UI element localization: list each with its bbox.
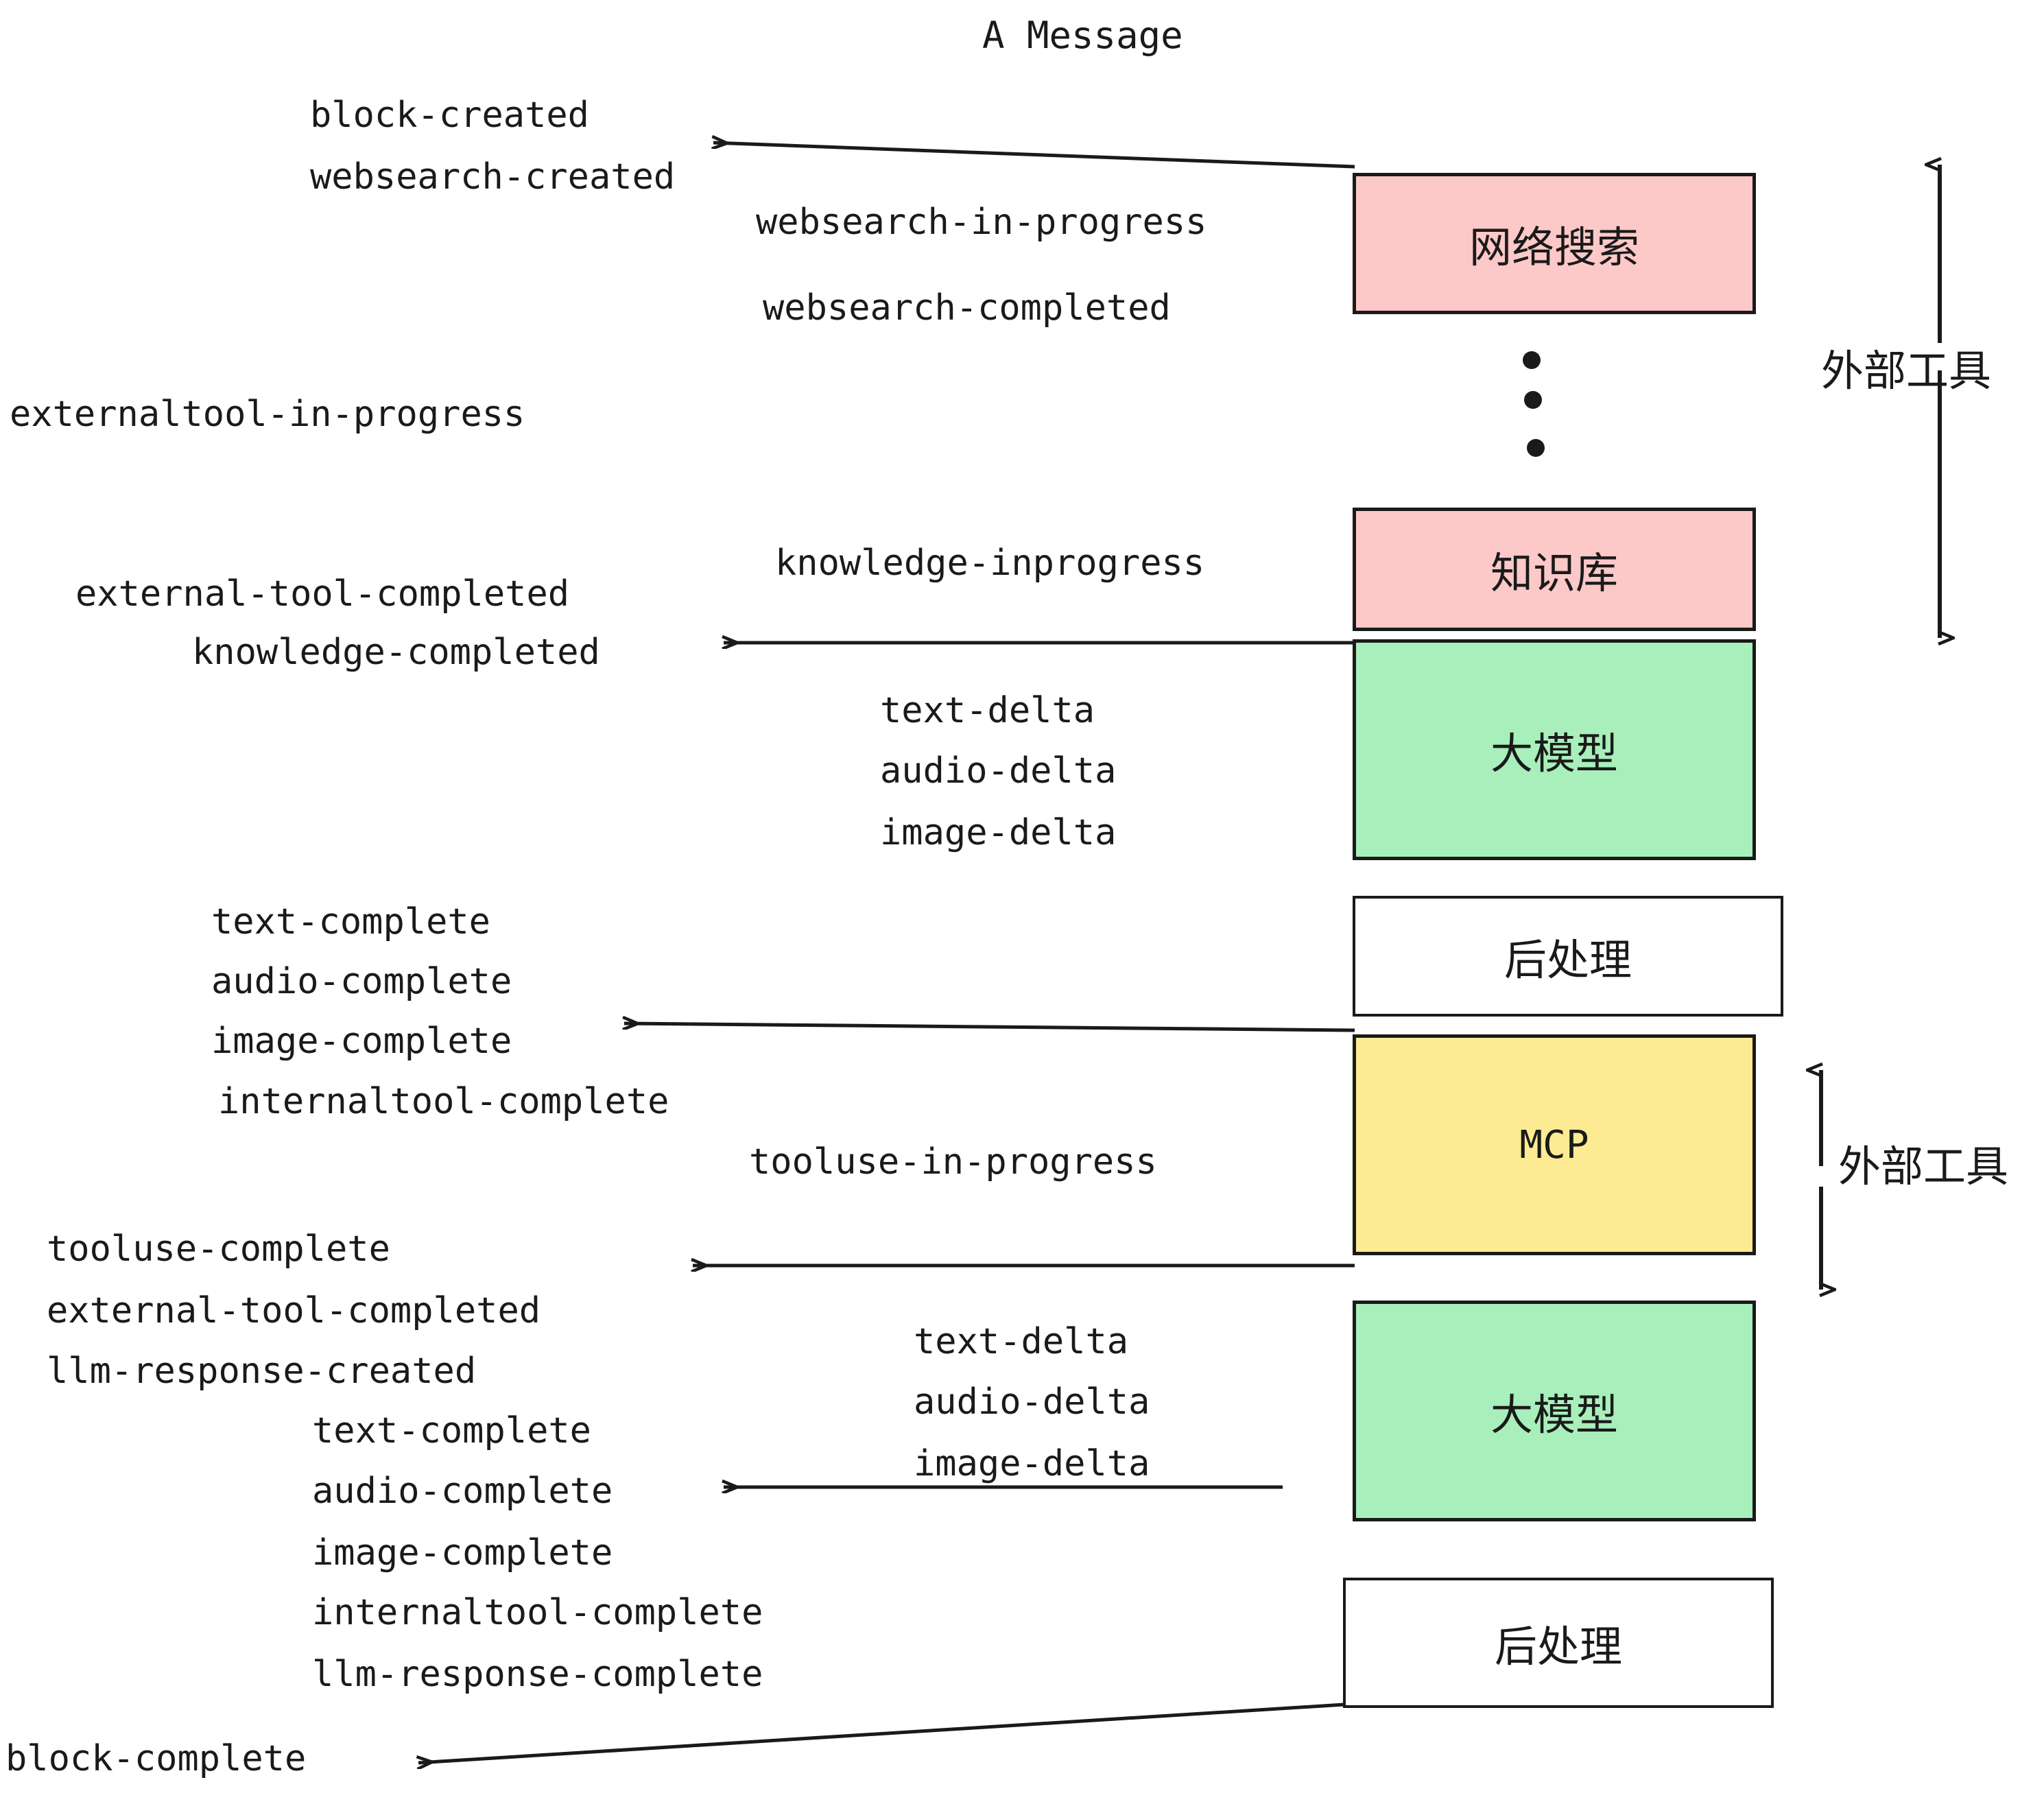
box-postprocess-1-label: 后处理 (1504, 935, 1632, 985)
box-llm-2-label: 大模型 (1490, 1390, 1618, 1440)
box-llm-1: 大模型 (1353, 639, 1756, 860)
event-audio-complete-2: audio-complete (312, 1471, 613, 1512)
ellipsis-dot-3 (1527, 439, 1545, 457)
event-external-tool-completed-2: external-tool-completed (47, 1290, 541, 1331)
box-postprocess-2: 后处理 (1343, 1578, 1774, 1708)
event-image-delta-2: image-delta (914, 1443, 1150, 1484)
box-knowledge: 知识库 (1353, 508, 1756, 631)
arrow-websearch-created (713, 143, 1355, 169)
event-websearch-in-progress: websearch-in-progress (756, 202, 1207, 243)
event-llm-response-created: llm-response-created (47, 1351, 477, 1392)
event-image-delta-1: image-delta (880, 812, 1117, 853)
event-audio-delta-1: audio-delta (880, 750, 1117, 792)
box-mcp: MCP (1353, 1034, 1756, 1255)
event-block-complete: block-complete (5, 1738, 307, 1779)
label-external-tools-top: 外部工具 (1821, 346, 1992, 396)
box-postprocess-2-label: 后处理 (1494, 1622, 1622, 1672)
event-image-complete-2: image-complete (312, 1532, 613, 1574)
event-tooluse-in-progress: tooluse-in-progress (749, 1141, 1157, 1183)
label-external-tools-bottom: 外部工具 (1838, 1141, 2009, 1191)
event-knowledge-inprogress: knowledge-inprogress (775, 543, 1205, 584)
box-postprocess-1: 后处理 (1353, 896, 1783, 1017)
arrow-image-complete (624, 1023, 1355, 1032)
event-tooluse-complete: tooluse-complete (47, 1229, 390, 1270)
event-block-created: block-created (310, 95, 589, 136)
diagram-title: A Message (982, 14, 1183, 57)
box-llm-2: 大模型 (1353, 1301, 1756, 1521)
event-text-delta-2: text-delta (914, 1321, 1129, 1362)
box-llm-1-label: 大模型 (1490, 728, 1618, 779)
event-internaltool-complete-2: internaltool-complete (312, 1592, 763, 1633)
event-text-delta-1: text-delta (880, 690, 1095, 731)
box-websearch: 网络搜索 (1353, 173, 1756, 314)
event-internaltool-complete-1: internaltool-complete (218, 1081, 669, 1122)
ellipsis-dot-1 (1523, 351, 1541, 369)
box-knowledge-label: 知识库 (1490, 548, 1618, 598)
box-websearch-label: 网络搜索 (1469, 222, 1639, 272)
event-audio-complete-1: audio-complete (211, 961, 512, 1002)
event-text-complete-1: text-complete (211, 901, 490, 942)
event-external-tool-completed-1: external-tool-completed (75, 573, 570, 615)
event-llm-response-complete: llm-response-complete (312, 1654, 763, 1695)
event-externaltool-in-progress: externaltool-in-progress (10, 394, 525, 435)
event-text-complete-2: text-complete (312, 1410, 591, 1451)
arrow-block-complete (418, 1702, 1345, 1763)
event-audio-delta-2: audio-delta (914, 1381, 1150, 1423)
box-mcp-label: MCP (1519, 1122, 1589, 1167)
event-knowledge-completed: knowledge-completed (192, 632, 600, 673)
event-websearch-created: websearch-created (310, 156, 676, 198)
event-websearch-completed: websearch-completed (763, 287, 1171, 329)
event-image-complete-1: image-complete (211, 1021, 512, 1062)
ellipsis-dot-2 (1524, 391, 1542, 409)
